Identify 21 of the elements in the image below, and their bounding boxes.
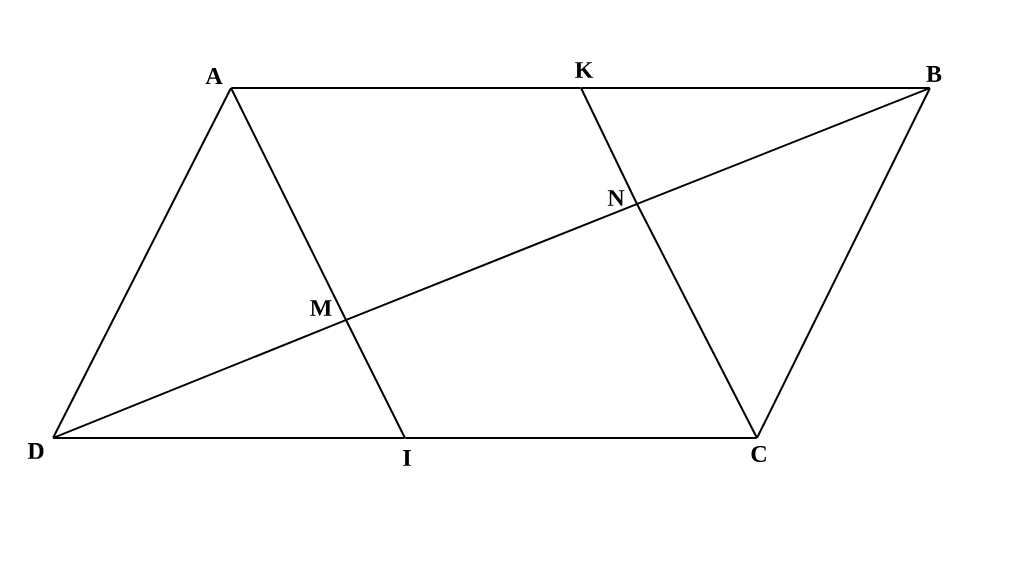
point-label: B [926,66,942,82]
point-label: D [27,443,44,459]
point-label: N [607,190,625,206]
segment [580,87,638,205]
segment [345,203,638,321]
point-label: I [403,450,411,466]
point-label: C [751,445,766,463]
segment [52,87,232,439]
segment [230,87,582,89]
segment [636,87,931,205]
point-label: K [575,62,594,78]
point-label: M [310,300,332,316]
segment [404,437,758,439]
segment [52,319,347,439]
segment [580,87,931,89]
segment [52,437,406,439]
segment [756,87,931,439]
point-label: A [205,68,223,84]
segment [230,87,347,321]
segment [636,203,758,439]
segment [345,319,406,439]
